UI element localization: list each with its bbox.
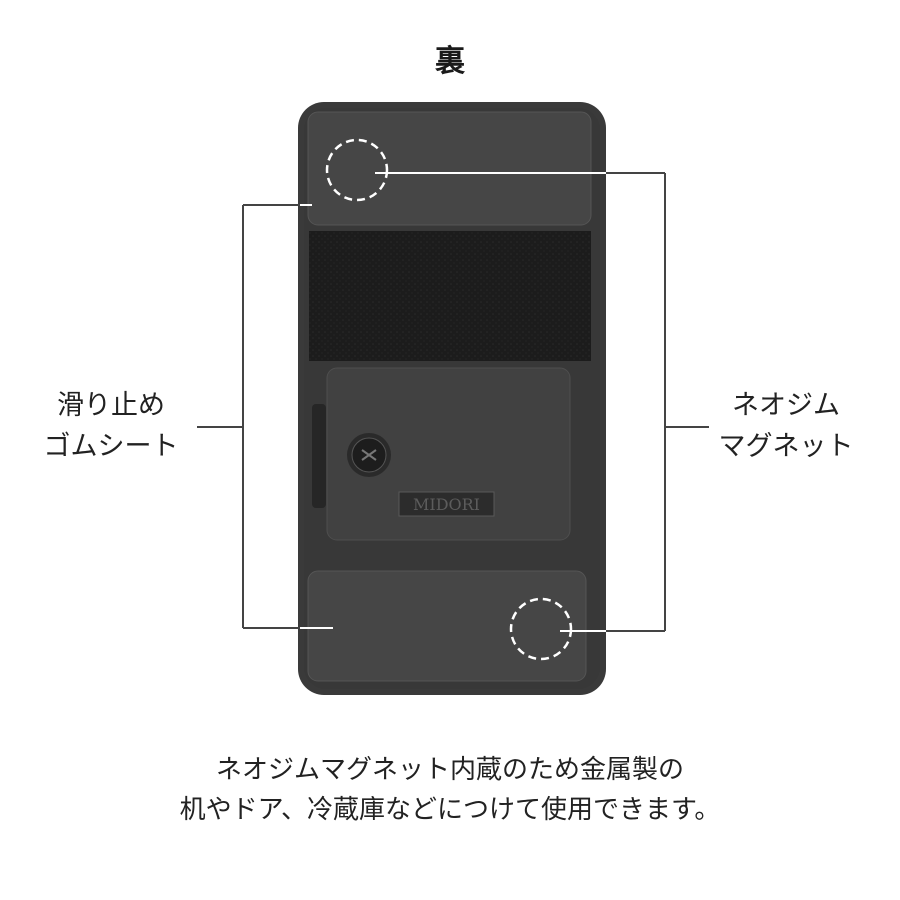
velcro-strip	[309, 231, 591, 361]
brand-plate	[398, 491, 495, 517]
page-title: 裏	[435, 44, 465, 79]
magnet-callout	[375, 172, 709, 632]
top-rubber-sheet	[307, 111, 592, 226]
battery-cover	[326, 367, 571, 541]
magnet-label-line2: マグネット	[718, 431, 854, 462]
caption-line1: ネオジムマグネット内蔵のため金属製の	[215, 755, 684, 785]
caption: ネオジムマグネット内蔵のため金属製の 机やドア、冷蔵庫などにつけて使用できます。	[0, 750, 900, 830]
caption-line2: 机やドア、冷蔵庫などにつけて使用できます。	[179, 795, 721, 825]
bottom-rubber-sheet	[307, 570, 587, 682]
screw-icon	[347, 433, 391, 477]
top-magnet-marker	[325, 138, 389, 202]
rubber-sheet-label-line2: ゴムシート	[43, 431, 179, 462]
bottom-magnet-marker	[509, 597, 573, 661]
rubber-sheet-callout	[197, 204, 333, 629]
magnet-label: ネオジム マグネット	[706, 385, 866, 467]
rubber-sheet-label-line1: 滑り止め	[57, 390, 165, 421]
rubber-sheet-label: 滑り止め ゴムシート	[36, 385, 186, 467]
magnet-label-line1: ネオジム	[732, 390, 840, 421]
brand-text: MIDORI	[413, 495, 480, 514]
